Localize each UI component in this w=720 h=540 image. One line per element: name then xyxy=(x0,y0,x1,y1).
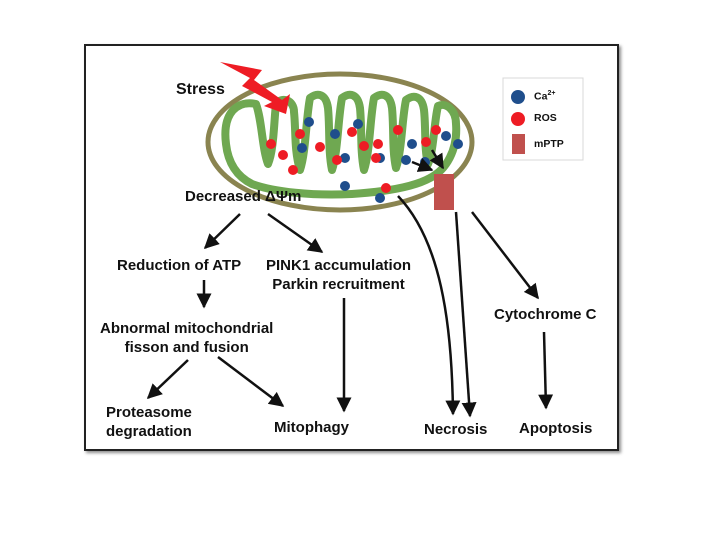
pink1-line1: PINK1 accumulation xyxy=(266,257,412,274)
calcium-particle xyxy=(401,155,411,165)
ros-particle xyxy=(347,127,357,137)
ros-particle xyxy=(278,150,288,160)
arrows xyxy=(146,149,554,418)
ros-particle xyxy=(359,141,369,151)
calcium-particle xyxy=(375,193,385,203)
ros-particle xyxy=(295,129,305,139)
ros-particle xyxy=(315,142,325,152)
inner-membrane-cristae xyxy=(221,90,461,199)
calcium-legend-label: Ca2+ xyxy=(534,90,555,103)
arrow-ros-to-necrosis xyxy=(397,195,461,416)
calcium-particle xyxy=(353,119,363,129)
arrow-mptp-to-necrosis xyxy=(454,211,477,418)
calcium-particle xyxy=(407,139,417,149)
arrow-cytochrome-to-apoptosis xyxy=(538,331,554,410)
pink1-line2: Parkin recruitment xyxy=(272,276,405,293)
ros-particle xyxy=(288,165,298,175)
decreased-potential-label: Decreased ΔΨm xyxy=(185,188,302,205)
ros-legend-label: ROS xyxy=(534,112,557,124)
lightning-bolt-icon xyxy=(220,62,290,114)
calcium-particle xyxy=(340,181,350,191)
mptp-legend-swatch xyxy=(512,134,525,154)
abnormal-line1: Abnormal mitochondrial xyxy=(100,320,274,337)
calcium-particle xyxy=(330,129,340,139)
mptp-legend-label: mPTP xyxy=(534,138,564,150)
calcium-legend-base: Ca xyxy=(534,90,548,103)
arrow-into-mptp-2 xyxy=(429,149,445,170)
ros-particle xyxy=(332,155,342,165)
calcium-particle xyxy=(304,117,314,127)
ros-particle xyxy=(421,137,431,147)
arrow-to-proteasome xyxy=(146,359,189,400)
calcium-particle xyxy=(441,131,451,141)
mptp-pore-icon xyxy=(434,174,454,210)
legend xyxy=(502,77,584,161)
calcium-particle xyxy=(453,139,463,149)
ros-particle xyxy=(393,125,403,135)
calcium-legend-swatch xyxy=(511,90,525,104)
cytochrome-label: Cytochrome C xyxy=(494,306,597,323)
proteasome-label: Proteasome degradation xyxy=(106,403,192,441)
abnormal-label: Abnormal mitochondrial fisson and fusion xyxy=(100,319,273,357)
calcium-legend-sup: 2+ xyxy=(547,90,556,97)
proteasome-line2: degradation xyxy=(106,423,192,440)
reduction-atp-label: Reduction of ATP xyxy=(117,257,242,274)
ros-legend-swatch xyxy=(511,112,525,126)
ros-particle xyxy=(431,125,441,135)
apoptosis-label: Apoptosis xyxy=(519,420,593,437)
calcium-particle xyxy=(297,143,307,153)
proteasome-line1: Proteasome xyxy=(106,404,192,421)
ros-particle xyxy=(266,139,276,149)
ros-particle xyxy=(381,183,391,193)
arrow-abnormal-to-mitophagy xyxy=(217,356,285,407)
arrow-into-mptp-1 xyxy=(411,158,434,172)
stress-label: Stress xyxy=(176,81,225,98)
ros-particle xyxy=(371,153,381,163)
pink1-label: PINK1 accumulation Parkin recruitment xyxy=(266,256,411,294)
ros-particle xyxy=(373,139,383,149)
necrosis-label: Necrosis xyxy=(424,421,488,438)
arrow-to-pink1 xyxy=(267,212,324,254)
calcium-particle xyxy=(340,153,350,163)
abnormal-line2: fisson and fusion xyxy=(124,339,249,356)
arrow-mptp-to-cytochrome xyxy=(471,211,539,300)
mitophagy-label: Mitophagy xyxy=(274,419,349,436)
particles-layer xyxy=(266,117,463,203)
arrow-to-reduction-atp xyxy=(203,213,241,250)
